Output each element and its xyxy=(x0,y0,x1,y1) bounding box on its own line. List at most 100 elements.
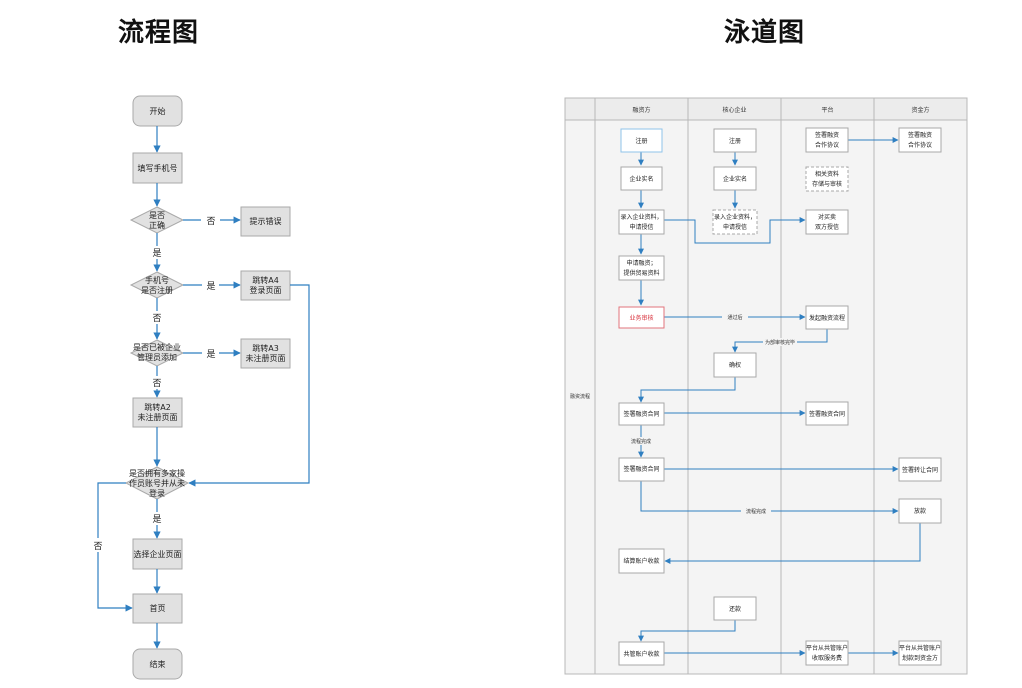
sl-node-register-f xyxy=(620,128,663,153)
edge-multi-no-b xyxy=(97,552,133,612)
edge-label-yes-4: 是 xyxy=(152,514,161,525)
edge-label-bg-flow-done2 xyxy=(741,507,771,515)
sl-label-credit-2: 双方授信 xyxy=(815,223,839,231)
row-label: 融资流程 xyxy=(570,393,590,400)
swimlane: 融资方 核心企业 平台 资金方 融资流程 xyxy=(564,97,968,675)
sl-node-input-f xyxy=(618,209,665,235)
sl-edge-label-flow-done2: 流程完成 xyxy=(746,508,766,515)
sl-edge-flow-loan xyxy=(640,481,899,514)
sl-node-loan xyxy=(898,498,942,524)
home-node xyxy=(132,593,183,624)
sl-label-fund-sign-2: 合作协议 xyxy=(908,141,932,149)
sl-label-verify-c: 企业实名 xyxy=(723,175,747,183)
is-correct-label-2: 正确 xyxy=(149,220,165,230)
sl-node-review xyxy=(618,306,665,329)
jump-a4-label-1: 跳转A4 xyxy=(252,275,279,285)
sl-node-settle-account xyxy=(618,548,665,574)
sl-node-sign-f-contract xyxy=(618,402,665,426)
sl-edge-label-flow-done: 流程完成 xyxy=(631,438,651,445)
edge-label-no-1: 否 xyxy=(206,216,215,227)
sl-edge-inputs-credit xyxy=(664,217,806,244)
multi-company-label-2: 作员账号并从未 xyxy=(129,478,185,488)
phone-registered-label-1: 手机号 xyxy=(145,275,169,285)
sl-label-sign-f-contract: 签署融资合同 xyxy=(623,410,659,418)
sl-node-docs xyxy=(805,166,849,192)
sl-node-start-flow xyxy=(805,305,849,330)
start-label: 开始 xyxy=(150,106,166,116)
jump-a3-label-1: 跳转A3 xyxy=(252,343,279,353)
sl-label-input-c-2: 申请授信 xyxy=(723,223,747,231)
lane-header-platform: 平台 xyxy=(821,106,833,114)
swimlane-header xyxy=(564,97,968,121)
edge-label-no-2: 否 xyxy=(152,313,161,324)
sl-label-register-c: 注册 xyxy=(729,137,741,145)
sl-edge-confirm-sign xyxy=(638,377,736,403)
sl-edge-repay-shared xyxy=(638,620,736,642)
edge-label-yes-2: 是 xyxy=(206,281,215,292)
sl-node-apply xyxy=(618,255,665,281)
lane-header-financier: 融资方 xyxy=(632,106,650,114)
sl-node-platform-contract xyxy=(805,401,849,426)
edge-label-bg-pass xyxy=(722,313,748,321)
sl-node-verify-c xyxy=(713,166,757,191)
sl-label-docs-1: 相关资料 xyxy=(815,170,839,178)
sl-label-repay: 还款 xyxy=(729,605,741,613)
sl-node-repay xyxy=(713,596,757,621)
sl-label-settle-account: 结算账户收款 xyxy=(623,557,659,565)
select-company-node xyxy=(132,538,183,570)
sl-node-platform-sign xyxy=(805,127,849,153)
sl-label-input-f-2: 申请授信 xyxy=(629,223,653,231)
show-error-label: 提示错误 xyxy=(250,216,282,226)
added-by-company-label-1: 是否已被企业 xyxy=(133,342,181,352)
swimlane-title: 泳道图 xyxy=(724,18,806,48)
fill-phone-node xyxy=(132,152,183,184)
sl-label-apply-1: 申请融资； xyxy=(626,259,656,267)
sl-label-platform-sign-1: 签署融资 xyxy=(815,131,839,139)
jump-a2-label-1: 跳转A2 xyxy=(144,402,171,412)
sl-label-platform-contract: 签署融资合同 xyxy=(809,410,845,418)
edge-multi-no-a xyxy=(97,482,126,538)
end-label: 结束 xyxy=(150,659,166,669)
sl-label-transfer-contract: 签署转让合同 xyxy=(902,466,938,474)
lane-header-funder: 资金方 xyxy=(911,106,929,114)
phone-registered-label-2: 是否注册 xyxy=(141,285,173,295)
sl-edge-loan-settle xyxy=(664,523,921,564)
is-correct-label-1: 是否 xyxy=(149,211,165,220)
sl-node-credit xyxy=(805,209,849,235)
sl-label-loan: 放款 xyxy=(914,507,926,515)
edge-label-yes-1: 是 xyxy=(152,248,161,259)
sl-label-shared-account: 共管账户收款 xyxy=(623,650,659,658)
sl-node-input-c xyxy=(712,209,758,235)
sl-label-credit-1: 对买卖 xyxy=(818,213,836,221)
swimlane-frame xyxy=(564,97,968,675)
sl-node-confirm-right xyxy=(713,352,757,378)
sl-label-input-f-1: 录入企业资料， xyxy=(620,213,662,221)
jump-a4-label-2: 登录页面 xyxy=(250,285,282,295)
sl-label-apply-2: 提供贸易资料 xyxy=(623,269,659,277)
added-by-company-label-2: 管理员添加 xyxy=(137,352,177,362)
flowchart-edges xyxy=(97,126,310,649)
flowchart: 开始 填写手机号 是否 正确 提示错误 手机号 是否注册 跳转A4 登录页面 是… xyxy=(93,95,310,680)
multi-company-label-1: 是否拥有多家操 xyxy=(129,468,185,478)
show-error-node xyxy=(240,206,291,237)
sl-label-register-f: 注册 xyxy=(635,137,647,145)
sl-node-shared-account xyxy=(618,641,665,666)
edge-label-no-4: 否 xyxy=(93,541,102,552)
sl-label-fund-sign-1: 签署融资 xyxy=(908,131,932,139)
jump-a4-node xyxy=(240,270,291,301)
sl-edge-label-review-done: 为部审核完毕 xyxy=(765,339,795,346)
multi-company-label-3: 登录 xyxy=(149,488,165,498)
sl-label-review: 业务审核 xyxy=(629,314,653,322)
sl-node-sign-transfer-f xyxy=(618,457,665,482)
home-label: 首页 xyxy=(150,603,166,613)
sl-label-platform-fee-1: 平台从共管账户 xyxy=(806,644,848,652)
sl-label-confirm-right: 确权 xyxy=(729,361,741,369)
jump-a3-label-2: 未注册页面 xyxy=(246,353,286,363)
sl-label-fund-transfer-2: 划款到资金方 xyxy=(902,654,938,662)
sl-edge-label-pass: 通过后 xyxy=(727,314,742,321)
sl-label-verify-f: 企业实名 xyxy=(629,175,653,183)
sl-label-platform-fee-2: 收取服务费 xyxy=(812,654,842,662)
select-company-label: 选择企业页面 xyxy=(134,549,182,559)
jump-a2-node xyxy=(132,397,183,428)
